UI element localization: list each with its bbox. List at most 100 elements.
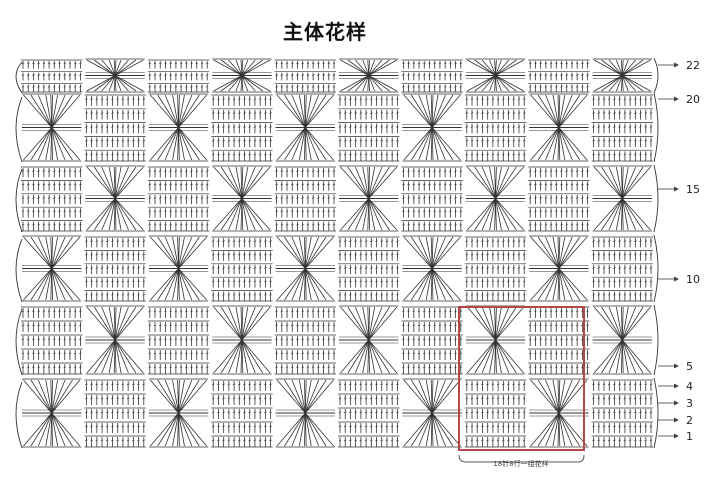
fan-stitch bbox=[51, 127, 53, 161]
pattern-cell bbox=[85, 58, 145, 93]
stitch-bar bbox=[47, 310, 51, 313]
fan-stitch bbox=[178, 379, 208, 414]
fan-stitch bbox=[362, 306, 370, 341]
stitch-bar bbox=[158, 197, 162, 199]
fan-stitch bbox=[30, 94, 53, 128]
stitch-bar bbox=[243, 98, 246, 101]
stitch-bar bbox=[290, 310, 294, 313]
stitch-bar bbox=[179, 352, 183, 355]
stitch-bar bbox=[491, 153, 495, 156]
stitch-bar bbox=[253, 98, 257, 101]
stitch-bar bbox=[58, 197, 61, 199]
stitch-bar bbox=[369, 439, 373, 442]
fan-stitch bbox=[178, 236, 208, 269]
stitch-bar bbox=[396, 98, 399, 101]
stitch-bar bbox=[507, 112, 510, 114]
stitch-bar bbox=[338, 293, 342, 296]
stitch-bar bbox=[142, 253, 146, 256]
fan-stitch bbox=[431, 94, 446, 128]
stitch-bar bbox=[481, 383, 484, 386]
fan-stitch bbox=[93, 166, 116, 199]
stitch-bar bbox=[475, 383, 479, 386]
stitch-bar bbox=[390, 153, 394, 156]
stitch-bar bbox=[343, 139, 347, 142]
stitch-bar bbox=[111, 139, 114, 142]
stitch-bar bbox=[306, 74, 310, 76]
stitch-bar bbox=[534, 310, 537, 313]
stitch-bar bbox=[359, 411, 363, 414]
fan-stitch bbox=[495, 75, 524, 92]
stitch-bar bbox=[581, 183, 584, 186]
fan-stitch bbox=[530, 268, 560, 301]
fan-stitch bbox=[304, 412, 320, 447]
stitch-bar bbox=[301, 86, 304, 88]
stitch-bar bbox=[158, 210, 162, 213]
stitch-bar bbox=[449, 223, 452, 226]
stitch-bar bbox=[269, 153, 272, 156]
fan-stitch bbox=[51, 127, 73, 161]
stitch-bar bbox=[375, 153, 378, 156]
fan-stitch bbox=[235, 59, 243, 76]
stitch-bar bbox=[105, 112, 109, 114]
stitch-bar bbox=[359, 112, 363, 114]
stitch-bar bbox=[375, 253, 378, 256]
stitch-bar bbox=[327, 62, 331, 65]
stitch-bar bbox=[26, 324, 30, 327]
stitch-bar bbox=[502, 126, 505, 128]
stitch-bar bbox=[232, 280, 236, 283]
stitch-bar bbox=[32, 310, 35, 313]
stitch-bar bbox=[132, 439, 135, 442]
fan-stitch bbox=[298, 127, 306, 161]
stitch-bar bbox=[649, 240, 653, 242]
stitch-bar bbox=[169, 197, 172, 199]
fan-stitch bbox=[537, 127, 560, 161]
stitch-bar bbox=[68, 74, 72, 76]
stitch-bar bbox=[311, 74, 315, 76]
stitch-bar bbox=[47, 170, 51, 172]
stitch-bar bbox=[359, 439, 363, 442]
stitch-bar bbox=[317, 366, 320, 369]
stitch-bar bbox=[354, 153, 357, 156]
stitch-bar bbox=[205, 310, 209, 313]
stitch-bar bbox=[592, 112, 595, 114]
stitch-bar bbox=[142, 98, 146, 101]
stitch-bar bbox=[205, 170, 209, 172]
stitch-bar bbox=[126, 383, 130, 386]
stitch-bar bbox=[618, 267, 622, 269]
stitch-bar bbox=[465, 397, 469, 400]
stitch-bar bbox=[253, 267, 257, 269]
fan-stitch bbox=[431, 379, 461, 414]
stitch-bar bbox=[570, 310, 574, 313]
fan-stitch bbox=[149, 412, 179, 447]
stitch-bar bbox=[332, 324, 336, 327]
fan-stitch bbox=[108, 198, 116, 231]
fan-stitch bbox=[178, 94, 208, 128]
stitch-bar bbox=[90, 383, 93, 386]
fan-stitch bbox=[558, 236, 588, 269]
fan-stitch bbox=[368, 166, 370, 199]
stitch-bar bbox=[332, 352, 336, 355]
stitch-bar bbox=[53, 74, 56, 76]
stitch-bar bbox=[623, 253, 627, 256]
stitch-bar bbox=[390, 98, 394, 101]
fan-stitch bbox=[621, 306, 624, 341]
stitch-bar bbox=[602, 112, 606, 114]
stitch-bar bbox=[359, 280, 363, 283]
stitch-bar bbox=[364, 411, 368, 414]
stitch-bar bbox=[237, 425, 241, 428]
fan-stitch bbox=[495, 306, 502, 341]
fan-stitch bbox=[621, 339, 651, 374]
stitch-bar bbox=[227, 280, 231, 283]
fan-stitch bbox=[425, 94, 433, 128]
stitch-bar bbox=[148, 352, 152, 355]
stitch-bar bbox=[623, 383, 627, 386]
stitch-bar bbox=[327, 338, 331, 341]
stitch-bar bbox=[121, 240, 125, 242]
fan-stitch bbox=[178, 412, 180, 447]
fan-stitch bbox=[114, 75, 144, 92]
stitch-bar bbox=[158, 62, 162, 65]
stitch-bar bbox=[100, 240, 104, 242]
fan-stitch bbox=[558, 268, 588, 301]
stitch-bar bbox=[185, 170, 188, 172]
stitch-bar bbox=[179, 210, 183, 213]
